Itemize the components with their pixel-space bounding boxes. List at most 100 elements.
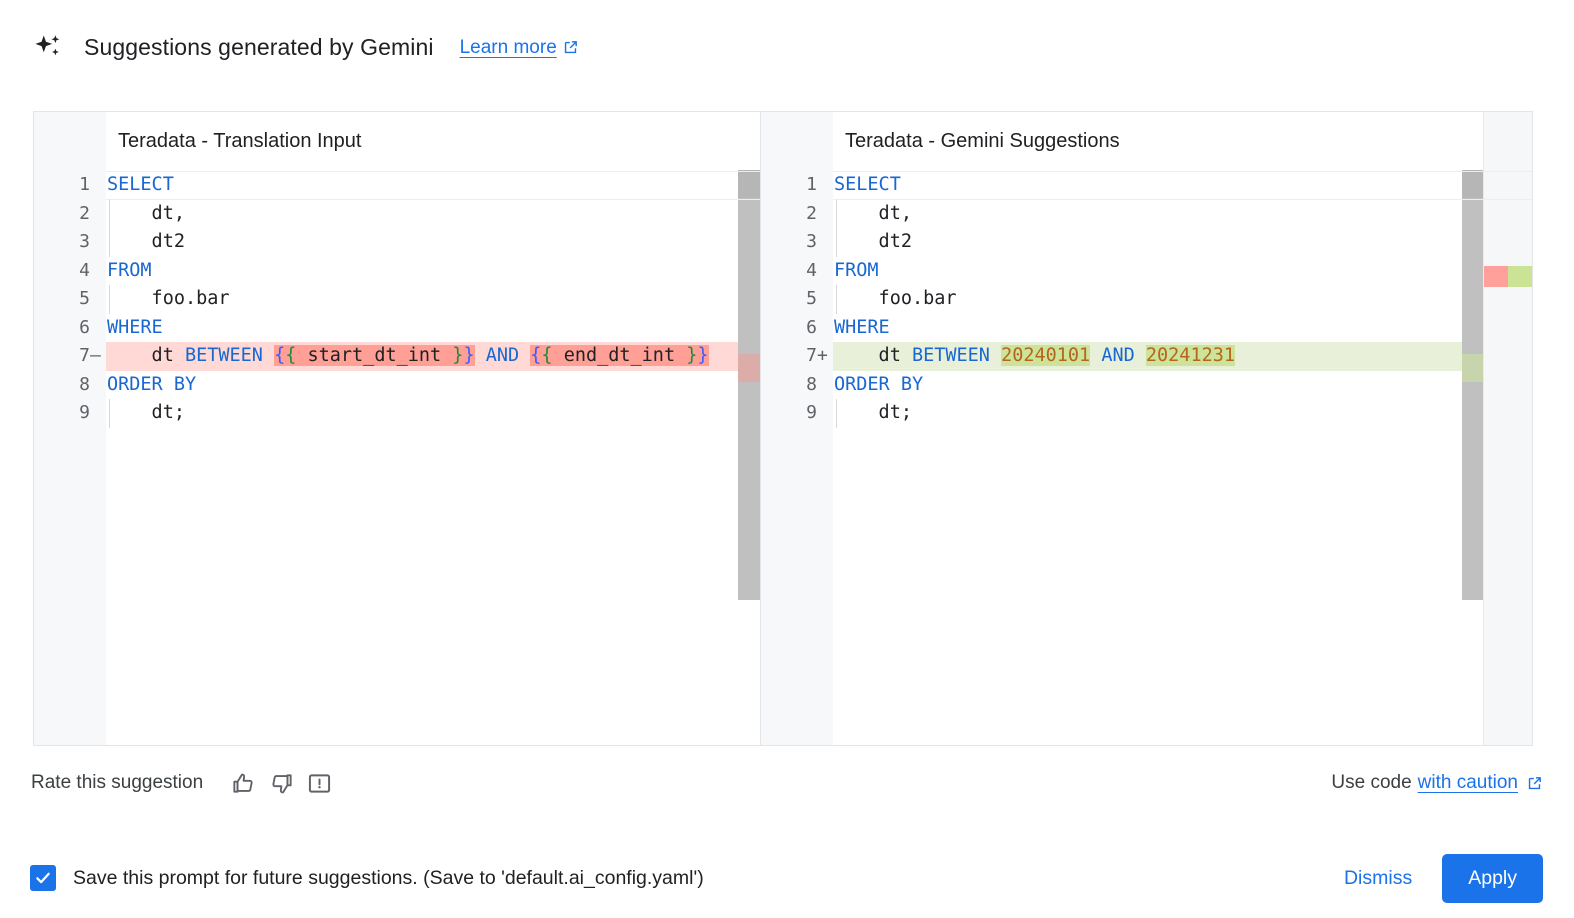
code-token: SELECT xyxy=(834,174,901,195)
current-line-highlight xyxy=(833,171,1532,200)
page-title: Suggestions generated by Gemini xyxy=(84,34,434,60)
report-icon xyxy=(308,773,330,793)
line-number: 8 xyxy=(79,373,90,395)
code-line[interactable]: 1 SELECT xyxy=(761,171,1532,200)
code-line-content: dt; xyxy=(106,399,760,428)
line-number: 4 xyxy=(806,259,817,281)
scrollbar-right[interactable] xyxy=(1462,112,1484,745)
learn-more-link[interactable]: Learn more xyxy=(460,37,579,59)
line-number: 7 xyxy=(79,345,90,366)
sparkle-icon xyxy=(35,34,60,55)
code-line[interactable]: 5 foo.bar xyxy=(34,285,760,314)
pane-title-right: Teradata - Gemini Suggestions xyxy=(845,130,1120,152)
code-line[interactable]: 3 dt2 xyxy=(761,228,1532,257)
pane-title-left: Teradata - Translation Input xyxy=(118,130,362,152)
line-number: 4 xyxy=(79,259,90,281)
scroll-marker-deleted xyxy=(738,354,760,382)
thumb-down-icon xyxy=(271,773,292,793)
code-token xyxy=(1135,345,1146,366)
code-token: dt; xyxy=(834,402,912,423)
code-token xyxy=(519,345,530,366)
code-line[interactable]: 8 ORDER BY xyxy=(761,371,1532,400)
line-number: 2 xyxy=(79,202,90,224)
line-number: 7 xyxy=(806,345,817,366)
code-line[interactable]: 1 SELECT xyxy=(34,171,760,200)
indent-guide xyxy=(836,199,837,228)
line-number: 1 xyxy=(806,174,817,195)
report-button[interactable] xyxy=(304,768,334,798)
thumb-up-button[interactable] xyxy=(228,768,258,798)
apply-button[interactable]: Apply xyxy=(1442,853,1543,903)
save-prompt-checkbox[interactable] xyxy=(30,865,56,891)
scroll-marker-current xyxy=(1462,170,1484,198)
code-token: SELECT xyxy=(107,174,174,195)
scrollbar-thumb-left[interactable] xyxy=(738,170,760,600)
code-token: { xyxy=(274,345,286,366)
code-token: FROM xyxy=(834,259,879,281)
line-number: 1 xyxy=(79,174,90,195)
code-token: WHERE xyxy=(834,316,890,338)
indent-guide xyxy=(836,285,837,314)
code-token xyxy=(990,345,1001,366)
code-line-content: dt BETWEEN {{ start_dt_int }} AND {{ end… xyxy=(106,342,760,371)
line-number: 6 xyxy=(806,316,817,338)
added-marker: + xyxy=(817,345,828,366)
use-code-prefix: Use code xyxy=(1331,772,1412,793)
code-token: ORDER BY xyxy=(107,373,197,395)
line-number: 2 xyxy=(806,202,817,224)
code-line[interactable]: 4 FROM xyxy=(761,257,1532,286)
scrollbar-left[interactable] xyxy=(738,112,760,745)
code-token: start_dt_int xyxy=(296,345,453,366)
code-line-content: dt BETWEEN 20240101 AND 20241231 xyxy=(833,342,1532,371)
code-line[interactable]: 2 dt, xyxy=(761,199,1532,228)
line-number-gutter xyxy=(761,112,833,745)
scroll-marker-current xyxy=(738,170,760,198)
code-line[interactable]: 7+ dt BETWEEN 20240101 AND 20241231 xyxy=(761,342,1532,371)
code-line-content: dt2 xyxy=(833,228,1532,257)
code-token: { xyxy=(285,345,297,366)
diff-pane-right: Teradata - Gemini Suggestions 1 SELECT 2 d… xyxy=(761,112,1532,745)
code-line-content: SELECT xyxy=(833,171,1532,200)
code-line[interactable]: 6 WHERE xyxy=(761,314,1532,343)
code-token: BETWEEN xyxy=(184,345,263,366)
save-prompt-label: Save this prompt for future suggestions.… xyxy=(73,866,704,889)
indent-guide xyxy=(109,399,110,428)
code-line-content: dt2 xyxy=(106,228,760,257)
code-line[interactable]: 9 dt; xyxy=(34,399,760,428)
code-line-content: dt; xyxy=(833,399,1532,428)
code-token: } xyxy=(686,345,698,366)
code-line-content: ORDER BY xyxy=(833,371,1532,400)
scrollbar-thumb-right[interactable] xyxy=(1462,170,1484,600)
code-line-content: dt, xyxy=(106,200,760,229)
code-line[interactable]: 5 foo.bar xyxy=(761,285,1532,314)
code-line-content: WHERE xyxy=(833,314,1532,343)
overview-ruler[interactable] xyxy=(1483,112,1532,745)
code-line-content: SELECT xyxy=(106,171,760,200)
external-link-icon[interactable] xyxy=(1526,775,1543,792)
line-number: 8 xyxy=(806,373,817,395)
indent-guide xyxy=(109,285,110,314)
indent-guide xyxy=(109,199,110,228)
code-token: } xyxy=(452,345,464,366)
code-line[interactable]: 3 dt2 xyxy=(34,228,760,257)
line-number: 9 xyxy=(79,402,90,423)
thumb-down-button[interactable] xyxy=(266,768,296,798)
code-line[interactable]: 9 dt; xyxy=(761,399,1532,428)
code-token: ORDER BY xyxy=(834,373,924,395)
code-line[interactable]: 7— dt BETWEEN {{ start_dt_int }} AND {{ … xyxy=(34,342,760,371)
code-line[interactable]: 2 dt, xyxy=(34,199,760,229)
code-line[interactable]: 8 ORDER BY xyxy=(34,371,760,400)
use-code-notice: Use code with caution xyxy=(1331,772,1543,794)
code-token: 20240101 xyxy=(1001,345,1091,366)
code-token: AND xyxy=(485,345,520,366)
with-caution-link[interactable]: with caution xyxy=(1417,772,1518,793)
code-token: dt, xyxy=(834,202,912,224)
suggestions-header: Suggestions generated by Gemini Learn mo… xyxy=(0,0,1574,95)
dismiss-button[interactable]: Dismiss xyxy=(1328,857,1428,900)
code-token: dt2 xyxy=(834,231,912,252)
line-number: 5 xyxy=(79,288,90,309)
